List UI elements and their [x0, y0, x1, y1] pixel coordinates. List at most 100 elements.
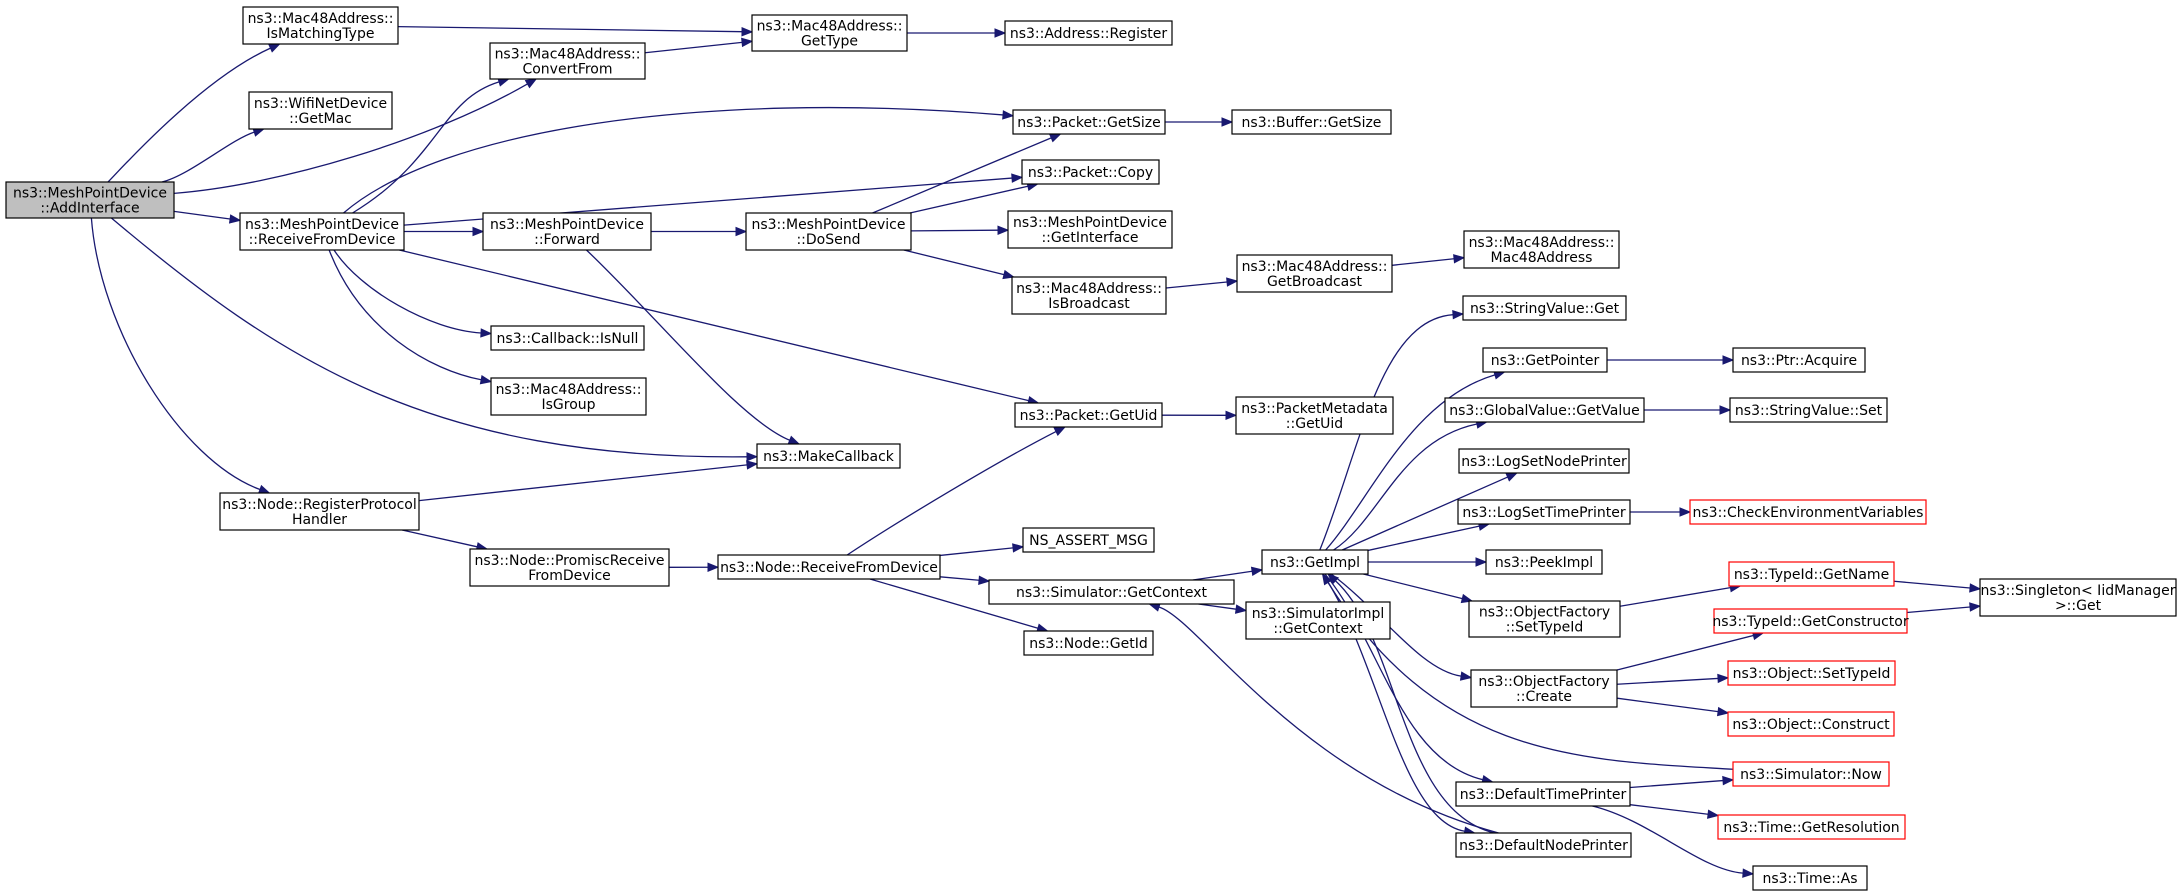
edge-ofCreate-to-objConstruct [1616, 697, 1719, 713]
edge-arrowhead [741, 26, 754, 37]
node-box [1444, 397, 1645, 423]
node-label: ns3::Mac48Address:: [1016, 281, 1162, 297]
node-label: ns3::MeshPointDevice [751, 217, 905, 233]
node-nodeGetId[interactable]: ns3::Node::GetId [1023, 630, 1154, 656]
node-globalGetValue[interactable]: ns3::GlobalValue::GetValue [1444, 397, 1645, 423]
node-box [469, 548, 670, 587]
node-isGroup[interactable]: ns3::Mac48Address::IsGroup [490, 377, 647, 416]
node-timeGetRes[interactable]: ns3::Time::GetResolution [1717, 814, 1906, 840]
node-box [1462, 295, 1627, 321]
node-checkEnv[interactable]: ns3::CheckEnvironmentVariables [1689, 499, 1927, 525]
node-logSetNode[interactable]: ns3::LogSetNodePrinter [1458, 448, 1630, 474]
node-singletonGet[interactable]: ns3::Singleton< IidManager >::Get [1979, 578, 2177, 617]
edge-arrowhead [707, 562, 720, 572]
node-strValGet[interactable]: ns3::StringValue::Get [1462, 295, 1627, 321]
node-nodeReceive[interactable]: ns3::Node::ReceiveFromDevice [717, 554, 941, 580]
node-getPointer[interactable]: ns3::GetPointer [1482, 347, 1608, 373]
edges-layer [90, 25, 1982, 878]
edge-getImpl-to-logSetTime [1367, 525, 1480, 552]
node-label: ::GetUid [1286, 416, 1343, 432]
node-typeIdGetCtor[interactable]: ns3::TypeId::GetConstructor [1712, 608, 1909, 634]
node-label: ns3::MeshPointDevice [245, 217, 399, 233]
node-doSend[interactable]: ns3::MeshPointDevice::DoSend [745, 212, 912, 251]
edge-arrowhead [479, 375, 493, 385]
edge-arrowhead [1453, 254, 1466, 264]
node-simImplGetContext[interactable]: ns3::SimulatorImpl::GetContext [1245, 601, 1391, 640]
node-getImpl[interactable]: ns3::GetImpl [1261, 549, 1369, 575]
node-mac48Ctor[interactable]: ns3::Mac48Address::Mac48Address [1463, 230, 1620, 269]
node-label: ::ReceiveFromDevice [249, 232, 396, 248]
node-bufGetSize[interactable]: ns3::Buffer::GetSize [1231, 109, 1392, 135]
node-label: ns3::Mac48Address:: [495, 47, 641, 63]
node-ofCreate[interactable]: ns3::ObjectFactory::Create [1470, 669, 1618, 708]
node-label: ns3::MeshPointDevice [1013, 215, 1167, 231]
node-box [1728, 561, 1895, 587]
edge-arrowhead [746, 452, 759, 462]
edge-addInterface-to-registerProtocol [90, 217, 261, 491]
node-objConstruct[interactable]: ns3::Object::Construct [1727, 711, 1895, 737]
node-getType[interactable]: ns3::Mac48Address::GetType [751, 14, 908, 52]
node-isBroadcast[interactable]: ns3::Mac48Address::IsBroadcast [1011, 276, 1167, 315]
node-pktCopy[interactable]: ns3::Packet::Copy [1021, 159, 1160, 185]
node-label: ns3::Object::SetTypeId [1733, 666, 1891, 682]
node-objSetTypeId[interactable]: ns3::Object::SetTypeId [1727, 660, 1896, 686]
node-receiveFromDevice[interactable]: ns3::MeshPointDevice::ReceiveFromDevice [239, 212, 405, 251]
node-isMatchingType[interactable]: ns3::Mac48Address::IsMatchingType [242, 6, 399, 45]
edge-addInterface-to-convertFrom [173, 83, 528, 195]
edge-arrowhead [1969, 602, 1982, 612]
node-box [1689, 499, 1927, 525]
node-box [1012, 109, 1166, 135]
node-box [1729, 397, 1888, 423]
node-label: ::GetContext [1273, 621, 1363, 637]
edge-arrowhead [1969, 583, 1982, 593]
edge-simGetContext-to-getImpl [1192, 570, 1253, 581]
edge-doSend-to-getInterface [910, 229, 999, 232]
node-addrRegister[interactable]: ns3::Address::Register [1004, 20, 1173, 46]
node-wifiGetMac[interactable]: ns3::WifiNetDevice::GetMac [248, 91, 393, 130]
node-ofSetTypeId[interactable]: ns3::ObjectFactory::SetTypeId [1468, 600, 1621, 638]
node-label: ns3::Callback::IsNull [497, 331, 639, 347]
node-pmGetUid[interactable]: ns3::PacketMetadata::GetUid [1235, 396, 1394, 435]
node-isNull[interactable]: ns3::Callback::IsNull [490, 325, 645, 351]
node-box [1455, 832, 1632, 858]
node-label: ns3::StringValue::Set [1735, 403, 1883, 419]
node-peekImpl[interactable]: ns3::PeekImpl [1485, 549, 1603, 575]
node-logSetTime[interactable]: ns3::LogSetTimePrinter [1457, 499, 1631, 525]
node-pktGetUid[interactable]: ns3::Packet::GetUid [1014, 402, 1163, 428]
node-defNodePrinter[interactable]: ns3::DefaultNodePrinter [1455, 832, 1632, 858]
node-convertFrom[interactable]: ns3::Mac48Address::ConvertFrom [489, 42, 646, 80]
edge-addInterface-to-isMatchingType [107, 47, 271, 183]
node-assertMsg[interactable]: NS_ASSERT_MSG [1022, 527, 1155, 553]
edge-arrowhead [524, 78, 538, 89]
node-makeCallback[interactable]: ns3::MakeCallback [756, 443, 901, 469]
node-getInterface[interactable]: ns3::MeshPointDevice::GetInterface [1007, 210, 1173, 249]
node-box [1717, 814, 1906, 840]
node-label: ns3::MakeCallback [763, 449, 895, 465]
node-simNow[interactable]: ns3::Simulator::Now [1732, 761, 1890, 787]
node-defTimePrinter[interactable]: ns3::DefaultTimePrinter [1455, 781, 1631, 807]
node-pktGetSize[interactable]: ns3::Packet::GetSize [1012, 109, 1166, 135]
node-label: ns3::Node::PromiscReceive [474, 553, 664, 569]
node-box [1011, 276, 1167, 315]
edge-addInterface-to-wifiGetMac [161, 131, 255, 183]
node-timeAs[interactable]: ns3::Time::As [1752, 865, 1868, 891]
node-typeIdGetName[interactable]: ns3::TypeId::GetName [1728, 561, 1895, 587]
node-ptrAcquire[interactable]: ns3::Ptr::Acquire [1732, 347, 1866, 373]
node-simGetContext[interactable]: ns3::Simulator::GetContext [988, 579, 1235, 605]
node-box [489, 42, 646, 80]
node-label: ns3::Packet::Copy [1028, 165, 1153, 181]
node-label: ns3::DefaultTimePrinter [1460, 787, 1627, 803]
node-getBroadcast[interactable]: ns3::Mac48Address::GetBroadcast [1236, 254, 1393, 293]
node-box [1245, 601, 1391, 640]
edge-arrowhead [1226, 277, 1239, 287]
edge-defTimePrinter-to-timeAs [1592, 805, 1744, 874]
node-box [1236, 254, 1393, 293]
node-forward[interactable]: ns3::MeshPointDevice::Forward [482, 212, 652, 251]
node-strValSet[interactable]: ns3::StringValue::Set [1729, 397, 1888, 423]
node-label: ns3::Simulator::GetContext [1016, 585, 1208, 601]
node-label: ns3::PeekImpl [1495, 555, 1593, 571]
node-addInterface[interactable]: ns3::MeshPointDevice::AddInterface [5, 181, 175, 219]
edge-defTimePrinter-to-timeGetRes [1629, 804, 1709, 815]
